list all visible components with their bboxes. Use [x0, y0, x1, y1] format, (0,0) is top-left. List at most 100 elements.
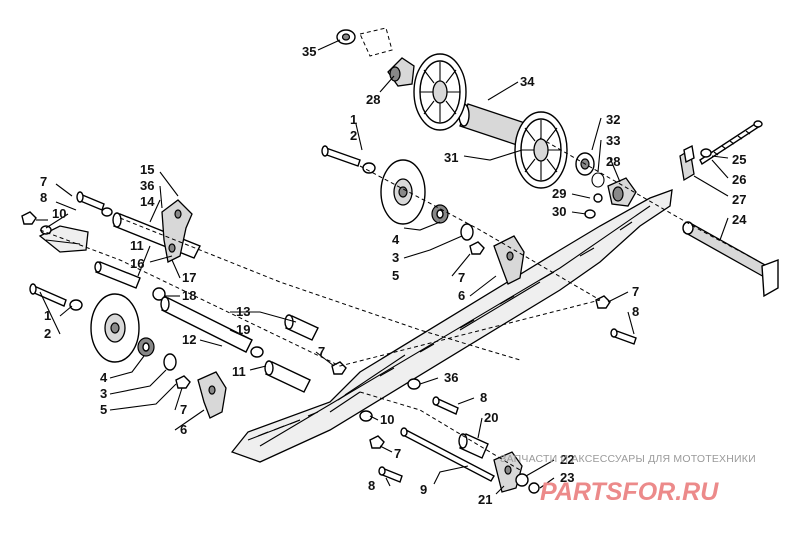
axle-24	[682, 221, 779, 298]
callout-30: 30	[552, 204, 566, 219]
callout-15: 15	[140, 162, 154, 177]
washer-30	[584, 209, 596, 219]
slide-rail	[230, 189, 673, 463]
callout-2-lower: 2	[44, 326, 51, 341]
callout-7-right: 7	[632, 284, 639, 299]
callout-7-center: 7	[318, 344, 325, 359]
idler-wheel-upper-right	[514, 111, 568, 189]
nut-7-lower	[175, 375, 191, 389]
callout-7-upper: 7	[458, 270, 465, 285]
wheel-hub-28-top	[387, 57, 415, 87]
callout-34: 34	[520, 74, 535, 89]
cap-screw-29	[593, 193, 603, 203]
callout-3-lower: 3	[100, 386, 107, 401]
watermark: ЗАПЧАСТИ И АКСЕССУАРЫ ДЛЯ МОТОТЕХНИКИ PA…	[500, 453, 756, 506]
washer-10-center	[359, 410, 373, 422]
callout-16: 16	[130, 256, 144, 271]
washer-36-left	[101, 207, 113, 217]
cross-shaft-12	[160, 296, 253, 353]
idler-wheel-upper-left	[413, 53, 467, 131]
callout-18: 18	[182, 288, 196, 303]
nut-7-center	[331, 361, 347, 375]
bearing-3-lower	[137, 337, 155, 357]
callout-10-center: 10	[380, 412, 394, 427]
idler-wheel-mid	[380, 159, 426, 225]
bracket-6-lower	[197, 371, 227, 419]
watermark-caption: ЗАПЧАСТИ И АКСЕССУАРЫ ДЛЯ МОТОТЕХНИКИ	[500, 453, 756, 465]
bolt-1-lower	[29, 283, 67, 307]
ring-5-lower	[163, 353, 177, 371]
callout-7-bottom: 7	[394, 446, 401, 461]
callout-6-lower: 6	[180, 422, 187, 437]
bolt-1-upper	[321, 145, 361, 167]
callout-22: 22	[560, 452, 574, 467]
spacer-11-left	[94, 261, 141, 289]
tube-lower-mid	[264, 360, 311, 393]
hub-28-right	[607, 177, 637, 207]
bearing-3-upper	[431, 204, 449, 224]
callout-9: 9	[420, 482, 427, 497]
tube-19	[284, 314, 319, 341]
callout-31: 31	[444, 150, 458, 165]
callout-8-bottom: 8	[368, 478, 375, 493]
callout-4-lower: 4	[100, 370, 108, 385]
callout-21: 21	[478, 492, 492, 507]
callout-8-right: 8	[632, 304, 639, 319]
callout-7-left: 7	[40, 174, 47, 189]
ring-33	[591, 172, 605, 188]
callout-28-right: 28	[606, 154, 620, 169]
watermark-logo: PARTSFOR.RU	[540, 478, 719, 506]
callout-3-upper: 3	[392, 250, 399, 265]
callout-19: 19	[236, 322, 250, 337]
callout-36-left: 36	[140, 178, 154, 193]
bracket-21	[493, 451, 523, 493]
washer-10-left	[40, 225, 52, 235]
callout-12: 12	[182, 332, 196, 347]
callout-33: 33	[606, 133, 620, 148]
callout-24: 24	[732, 212, 747, 227]
callout-6-upper: 6	[458, 288, 465, 303]
callout-5-upper: 5	[392, 268, 399, 283]
callout-8-left: 8	[40, 190, 47, 205]
long-bolt-9	[400, 427, 495, 482]
bolt-8-center	[432, 396, 459, 415]
callout-11-left: 11	[130, 238, 144, 253]
callout-32: 32	[606, 112, 620, 127]
callout-14: 14	[140, 194, 155, 209]
callout-28-top: 28	[366, 92, 380, 107]
idler-wheel-lower	[90, 293, 140, 363]
centre-lines	[39, 137, 761, 471]
callout-11-mid: 11	[232, 364, 246, 379]
callout-20: 20	[484, 410, 498, 425]
bolt-8-left	[76, 191, 105, 211]
bolt-8-right	[610, 328, 637, 345]
washer-36-center	[407, 378, 421, 390]
nut-7-upper	[469, 241, 485, 255]
callout-labels: 35 28 34 1 2 31 32 33 28 25 26 27 24 29 …	[40, 44, 747, 507]
callout-10-left: 10	[52, 206, 66, 221]
leader-lines	[36, 39, 729, 495]
callout-8-center: 8	[480, 390, 487, 405]
callout-27: 27	[732, 192, 746, 207]
spacer-20	[458, 433, 489, 459]
washer-2-upper	[362, 162, 376, 174]
callout-1-lower: 1	[44, 308, 51, 323]
nut-7-right	[595, 295, 611, 309]
callout-4-upper: 4	[392, 232, 400, 247]
callout-2-upper: 2	[350, 128, 357, 143]
callout-23: 23	[560, 470, 574, 485]
callout-25: 25	[732, 152, 746, 167]
arm-bracket-15	[161, 199, 193, 263]
bracket-27	[679, 144, 695, 182]
bushing-18	[152, 287, 166, 301]
long-bolt-25	[699, 120, 763, 166]
ring-5-upper	[460, 223, 474, 241]
callout-26: 26	[732, 172, 746, 187]
washer-2-lower	[69, 299, 83, 311]
callout-35: 35	[302, 44, 316, 59]
callout-7-lower: 7	[180, 402, 187, 417]
washer-35	[336, 29, 356, 45]
washer-23	[528, 482, 540, 494]
